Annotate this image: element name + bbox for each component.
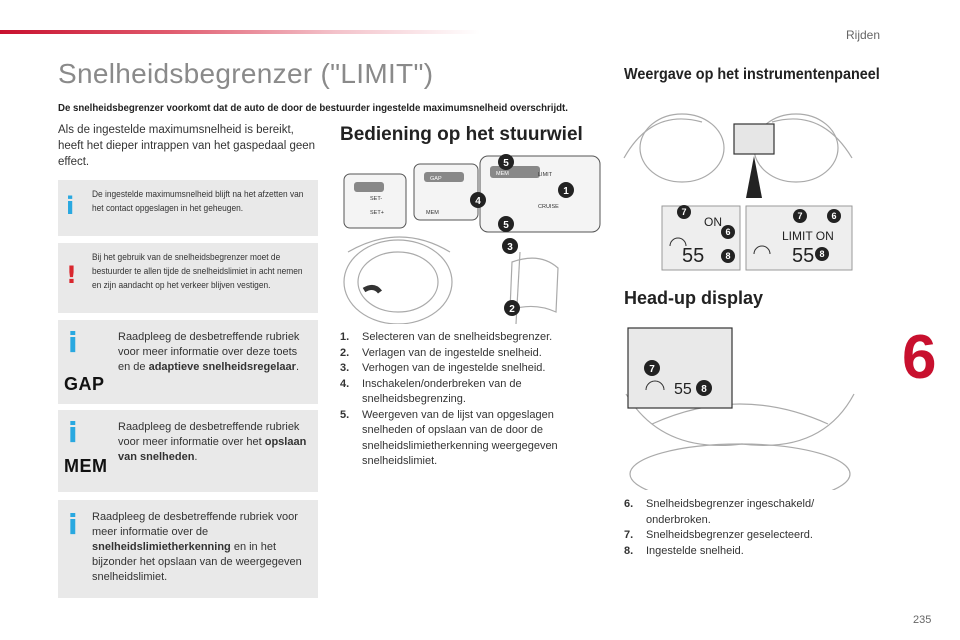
info-note-limit-recognition: i Raadpleeg de desbetreffende rubriek vo… [58,500,318,598]
note-text: Raadpleeg de desbetreffende rubriek voor… [118,331,300,373]
list-item: 8.Ingestelde snelheid. [624,544,744,557]
head-up-display-heading: Head-up display [624,288,764,308]
note-bold: snelheidslimietherkenning [92,541,231,553]
info-icon: i [66,192,75,220]
list-item: 3.Verhogen van de ingestelde snelheid. [340,362,546,374]
callout-7b: 7 [797,211,802,221]
page-number: 235 [913,614,932,626]
display-left-speed: 55 [682,245,704,267]
stalk-label-mem-2: MEM [426,210,439,216]
hud-speed: 55 [674,381,692,398]
info-note-mem: i MEM Raadpleeg de desbetreffende rubrie… [58,410,318,492]
display-left-status: ON [704,215,722,229]
callout-8: 8 [725,251,730,261]
list-item: 4.Inschakelen/onderbreken van de snelhei… [340,377,522,406]
callout-3: 3 [507,242,513,253]
warning-icon: ! [66,261,77,289]
info-note-memory: i De ingestelde maximumsnelheid blijft n… [58,180,318,236]
chapter-number: 6 [902,323,937,392]
steering-wheel-controls-illustration: GAP MEM MEM LIMIT CRUISE SET- SET+ 1 5 4… [343,154,601,324]
info-icon: i [68,508,78,541]
stalk-label-limit: LIMIT [538,172,553,178]
gap-button-icon: GAP [64,374,105,394]
list-item: 5.Weergeven van de lijst van opgeslagen … [340,408,558,468]
callout-8: 8 [701,384,707,395]
callout-5b: 5 [503,220,509,231]
page-title: Snelheidsbegrenzer ("LIMIT") [58,58,434,89]
info-note-gap: i GAP Raadpleeg de desbetreffende rubrie… [58,320,318,404]
instrument-panel-illustration: ON 55 LIMIT ON 55 7 6 8 7 6 8 [623,113,853,271]
speedometer-icon [645,380,665,391]
steering-controls-heading: Bediening op het stuurwiel [340,124,583,145]
stalk-label-set-minus: SET- [370,196,382,202]
stalk-label-set-plus: SET+ [370,210,384,216]
page-subtitle: De snelheidsbegrenzer voorkomt dat de au… [58,102,568,114]
section-label: Rijden [846,28,881,42]
note-bold: adaptieve snelheidsregelaar [148,361,296,373]
callout-1: 1 [563,186,569,197]
header-accent-bar [0,30,480,34]
callout-7: 7 [649,364,655,375]
display-right-speed: 55 [792,245,814,267]
instrument-panel-heading: Weergave op het instrumentenpaneel [624,66,880,83]
note-text: Raadpleeg de desbetreffende rubriek voor… [92,511,302,583]
callout-4: 4 [475,196,481,207]
stalk-label-mem: MEM [496,171,509,177]
head-up-display-illustration: 55 7 8 [625,327,855,490]
list-item: 6.Snelheidsbegrenzer ingeschakeld/ onder… [624,498,815,526]
display-legend-list: 6.Snelheidsbegrenzer ingeschakeld/ onder… [624,497,854,559]
note-bold: opslaan van snelheden [118,436,307,463]
callout-6: 6 [725,227,730,237]
warning-note: ! Bij het gebruik van de snelheidsbegren… [58,243,318,313]
stalk-sketch [362,284,382,294]
speedometer-icon [669,237,687,247]
callout-5: 5 [503,158,509,169]
speedometer-icon [753,245,771,255]
note-text: Raadpleeg de desbetreffende rubriek voor… [118,421,307,463]
stalk-label-cruise: CRUISE [538,204,559,210]
callout-8b: 8 [819,249,824,259]
pointer-arrow [746,156,762,198]
callout-6b: 6 [831,211,836,221]
display-right-status: LIMIT ON [782,229,834,243]
callout-7: 7 [681,207,686,217]
list-item: 2.Verlagen van de ingestelde snelheid. [340,346,542,359]
note-text: De ingestelde maximumsnelheid blijft na … [92,189,304,214]
intro-paragraph: Als de ingestelde maximumsnelheid is ber… [58,124,316,168]
mem-button-icon: MEM [64,456,108,476]
list-item: 7.Snelheidsbegrenzer geselecteerd. [624,529,813,541]
note-text: Bij het gebruik van de snelheidsbegrenze… [92,252,303,291]
list-item: 1.Selecteren van de snelheidsbegrenzer. [340,331,553,343]
stalk-label-gap: GAP [430,176,442,182]
callout-2: 2 [509,304,515,315]
steering-controls-list: 1.Selecteren van de snelheidsbegrenzer. … [340,330,590,470]
info-icon: i [68,416,78,449]
info-icon: i [68,326,78,359]
